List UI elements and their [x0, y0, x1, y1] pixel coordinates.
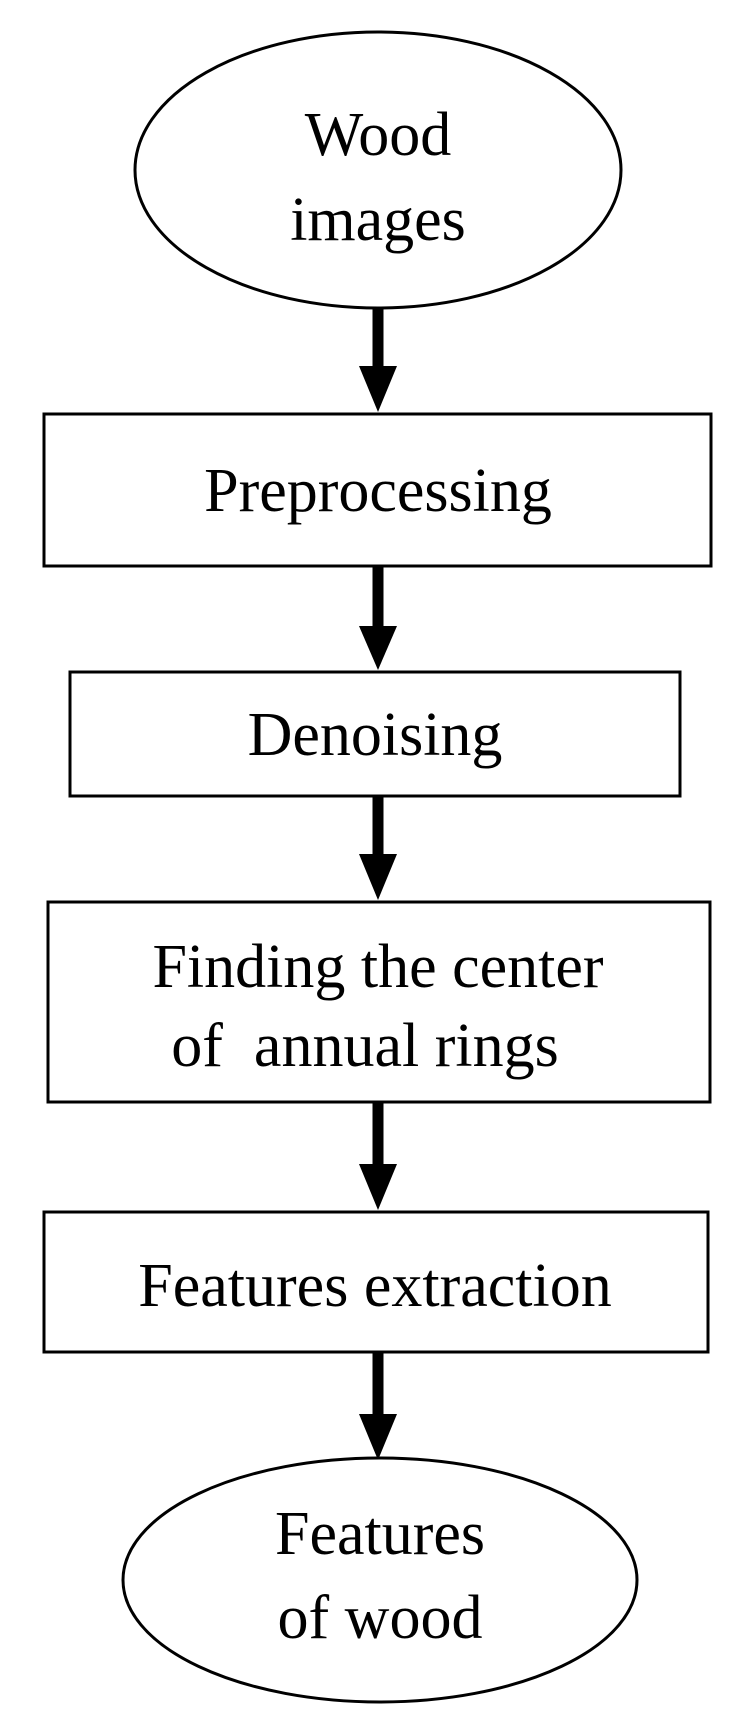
arrow-finding-center-to-features-extraction — [359, 1102, 397, 1210]
step-preprocessing: Preprocessing — [42, 412, 713, 568]
step-finding-center-of-annual-rings: Finding the center of annual rings — [46, 900, 712, 1104]
arrow-head — [359, 854, 397, 900]
step-features-extraction: Features extraction — [42, 1210, 710, 1354]
end-ellipse — [121, 1456, 639, 1704]
denoising-box — [68, 670, 682, 798]
arrow-start-to-preprocessing — [359, 308, 397, 412]
arrow-head — [359, 1414, 397, 1460]
start-node-wood-images: Wood images — [133, 30, 623, 310]
start-node-line-1: Wood — [305, 101, 452, 169]
arrow-head — [359, 626, 397, 670]
features-extraction-label: Features extraction — [138, 1252, 611, 1320]
finding-center-line-1: Finding the center — [152, 933, 603, 1001]
start-ellipse — [133, 30, 623, 310]
denoising-label: Denoising — [248, 701, 503, 769]
arrow-denoising-to-finding-center — [359, 796, 397, 900]
end-node-features-of-wood: Features of wood — [121, 1456, 639, 1704]
features-extraction-box — [42, 1210, 710, 1354]
arrow-features-extraction-to-end — [359, 1352, 397, 1460]
finding-center-box — [46, 900, 712, 1104]
arrow-head — [359, 1164, 397, 1210]
arrow-head — [359, 366, 397, 412]
arrow-preprocessing-to-denoising — [359, 566, 397, 670]
end-node-line-1: Features — [275, 1500, 485, 1568]
start-node-line-2: images — [290, 186, 466, 254]
end-node-line-2: of wood — [278, 1584, 483, 1652]
finding-center-line-2: of annual rings — [171, 1012, 558, 1080]
step-denoising: Denoising — [68, 670, 682, 798]
preprocessing-label: Preprocessing — [204, 457, 552, 525]
